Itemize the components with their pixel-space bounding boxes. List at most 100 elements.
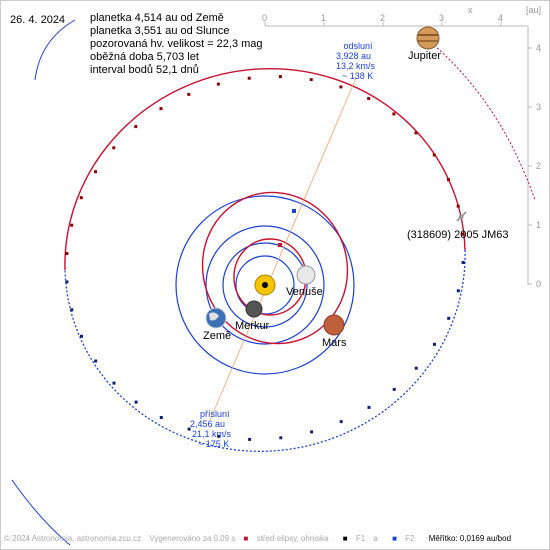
y-tick-label: 2 xyxy=(536,161,542,171)
aphelion-distance: 3,928 au xyxy=(336,51,372,61)
jupiter-orbit-arc-top xyxy=(34,19,76,81)
orbit-dot xyxy=(309,78,313,82)
perihelion-distance: 2,456 au xyxy=(190,419,226,429)
earth-planet xyxy=(205,307,227,329)
x-tick-label: 3 xyxy=(439,13,445,23)
orbit-dot xyxy=(80,334,83,338)
footer-generated: Vygenerováno za 0,09 s xyxy=(149,534,236,543)
f2-text: F2 xyxy=(405,534,415,543)
orbit-dot xyxy=(392,387,396,391)
info-line-period: oběžná doba 5,703 let xyxy=(90,51,199,63)
focus-marker-blue xyxy=(292,209,296,213)
orbit-dot xyxy=(65,252,69,255)
x-tick-label: 1 xyxy=(321,13,327,23)
f1-text: F1 xyxy=(355,534,366,543)
info-line-interval: interval bodů 52,1 dnů xyxy=(90,64,199,76)
orbit-dot xyxy=(159,416,163,419)
orbit-dot xyxy=(279,436,283,440)
aphelion-speed: 13,2 km/s xyxy=(336,61,376,71)
legend-center-text: střed elipsy, ohniska xyxy=(256,534,329,543)
orbit-dot xyxy=(447,316,451,320)
orbit-dot xyxy=(339,420,343,424)
orbit-dot xyxy=(112,381,116,385)
orbit-dot xyxy=(414,366,418,370)
info-line-earth-distance: planetka 4,514 au od Země xyxy=(90,12,224,24)
aphelion-temp: ~ 138 K xyxy=(342,71,374,81)
perihelion-temp: ~ 175 K xyxy=(198,439,230,449)
orbit-dot xyxy=(367,97,371,100)
y-axis xyxy=(527,26,532,285)
sun xyxy=(254,274,276,296)
a-text: a xyxy=(373,534,378,543)
orbit-dot-markers xyxy=(65,75,465,441)
orbit-dot xyxy=(432,153,436,157)
orbit-dot xyxy=(94,170,97,174)
orbit-dot xyxy=(278,75,282,79)
footer-legend: ■ střed elipsy, ohniska xyxy=(244,534,335,543)
info-line-sun-distance: planetka 3,551 au od Slunce xyxy=(90,25,230,37)
earth-label: Země xyxy=(203,330,232,342)
orbit-dot xyxy=(94,359,98,363)
mercury-planet xyxy=(245,300,263,318)
mercury-label: Merkur xyxy=(235,320,270,332)
orbit-dot xyxy=(248,437,252,441)
orbit-dot xyxy=(134,125,138,129)
footer: © 2024 Astronomia, astronomia.zcu.cz Vyg… xyxy=(4,534,550,543)
asteroid-marker xyxy=(456,211,467,222)
orbit-dot xyxy=(414,131,418,135)
f2-marker-icon: ■ xyxy=(392,534,397,543)
orbit-dot xyxy=(65,280,69,284)
orbit-dot xyxy=(134,400,138,404)
orbit-dot xyxy=(187,427,191,431)
orbit-dot xyxy=(461,261,465,264)
orbit-dot xyxy=(456,289,460,293)
orbit-dot xyxy=(216,82,220,86)
orbit-dot xyxy=(159,107,163,111)
jupiter-planet xyxy=(416,26,440,50)
x-tick-label: 4 xyxy=(498,13,504,23)
orbit-dot xyxy=(79,196,83,200)
focus-marker-red xyxy=(278,243,282,247)
orbit-dot xyxy=(367,405,371,409)
jupiter-orbit-arc-right xyxy=(427,39,536,201)
orbit-dot xyxy=(187,92,191,96)
orbit-dot xyxy=(247,76,251,80)
mars-planet xyxy=(323,314,345,336)
orbit-dot xyxy=(339,85,343,89)
date-label: 26. 4. 2024 xyxy=(10,14,66,26)
center-marker-icon: ■ xyxy=(243,534,249,543)
footer-scale: Měřítko: 0,0169 au/bod xyxy=(428,534,512,543)
earth-orbit xyxy=(205,225,325,345)
orbit-dot xyxy=(70,308,74,312)
venus-orbit xyxy=(222,242,308,328)
orbit-dot xyxy=(310,430,314,434)
jupiter-label: Jupiter xyxy=(408,50,442,62)
apsidal-line xyxy=(209,77,357,421)
orbit-dot xyxy=(433,342,436,346)
y-tick-label: 1 xyxy=(536,220,542,230)
x-axis-label: x xyxy=(468,5,473,15)
orbit-dot xyxy=(217,434,221,438)
y-tick-label: 3 xyxy=(536,102,542,112)
orbit-dot xyxy=(392,112,396,116)
y-tick-label: 4 xyxy=(536,43,542,53)
info-line-magnitude: pozorovaná hv. velikost = 22,3 mag xyxy=(90,38,263,50)
perihelion-title: přísluní xyxy=(200,409,230,419)
venus-planet xyxy=(296,265,316,285)
x-tick-label: 0 xyxy=(262,13,268,23)
x-tick-label: 2 xyxy=(380,13,386,23)
footer-f2: ■ F2 xyxy=(392,534,420,543)
orbit-dot xyxy=(70,223,74,227)
asteroid-orbit-lower xyxy=(64,249,466,453)
jupiter-orbit-arc-bottom xyxy=(11,479,71,546)
venus-label: Venuše xyxy=(286,286,323,298)
f1-marker-icon: ■ xyxy=(342,534,348,543)
footer-copyright: © 2024 Astronomia, astronomia.zcu.cz xyxy=(4,534,142,543)
asteroid-orbit-upper xyxy=(64,67,466,271)
orbit-dot xyxy=(456,204,460,208)
footer-f1: ■ F1 a xyxy=(343,534,384,543)
y-tick-label: 0 xyxy=(536,279,542,289)
orbit-dot xyxy=(461,232,465,236)
